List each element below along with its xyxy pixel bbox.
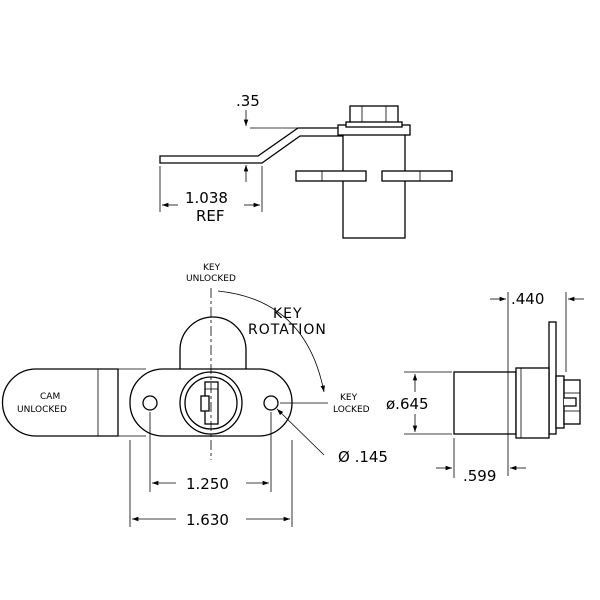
rotation-arc	[217, 290, 325, 393]
side-collar	[515, 367, 550, 439]
dim-offset-height: .35	[236, 92, 260, 110]
dim-body-length: .599	[463, 467, 496, 485]
right-side-view: .440 ø.645 .599	[386, 290, 584, 485]
cam-locked-tab	[179, 316, 247, 375]
mount-hole-left	[142, 395, 158, 411]
dim-cam-length-ref: REF	[196, 207, 225, 225]
top-side-view: .35 1.038 REF	[159, 92, 453, 239]
dim-body-diameter: ø.645	[386, 395, 429, 413]
dim-cam-length: 1.038	[185, 189, 228, 207]
dim-hole-diameter: Ø .145	[338, 448, 388, 466]
key-locked-label-2: LOCKED	[333, 405, 370, 415]
dim-hole-spacing: 1.250	[186, 475, 229, 493]
cam-unlocked-label-2: UNLOCKED	[17, 405, 67, 415]
key-unlocked-label-1: KEY	[203, 263, 221, 273]
mount-hole-right	[263, 395, 279, 411]
flange-right	[381, 170, 453, 182]
front-view: CAM UNLOCKED KEY UNLOCKED KEY ROTATION K…	[1, 263, 388, 529]
cam-unlocked	[1, 368, 119, 437]
dim-overall-thickness: .440	[511, 290, 544, 308]
key-unlocked-label-2: UNLOCKED	[186, 274, 236, 284]
nut-washer	[345, 121, 403, 128]
side-body	[453, 371, 517, 435]
cam-arm	[159, 127, 346, 164]
side-plate	[548, 321, 557, 435]
flange-left	[295, 170, 367, 182]
key-rotation-label-2: ROTATION	[248, 322, 327, 338]
dim-flange-length: 1.630	[186, 511, 229, 529]
key-rotation-label-1: KEY	[273, 306, 303, 322]
key-locked-label-1: KEY	[340, 393, 358, 403]
cam-unlocked-label-1: CAM	[40, 392, 60, 402]
lock-body-side	[342, 129, 406, 239]
